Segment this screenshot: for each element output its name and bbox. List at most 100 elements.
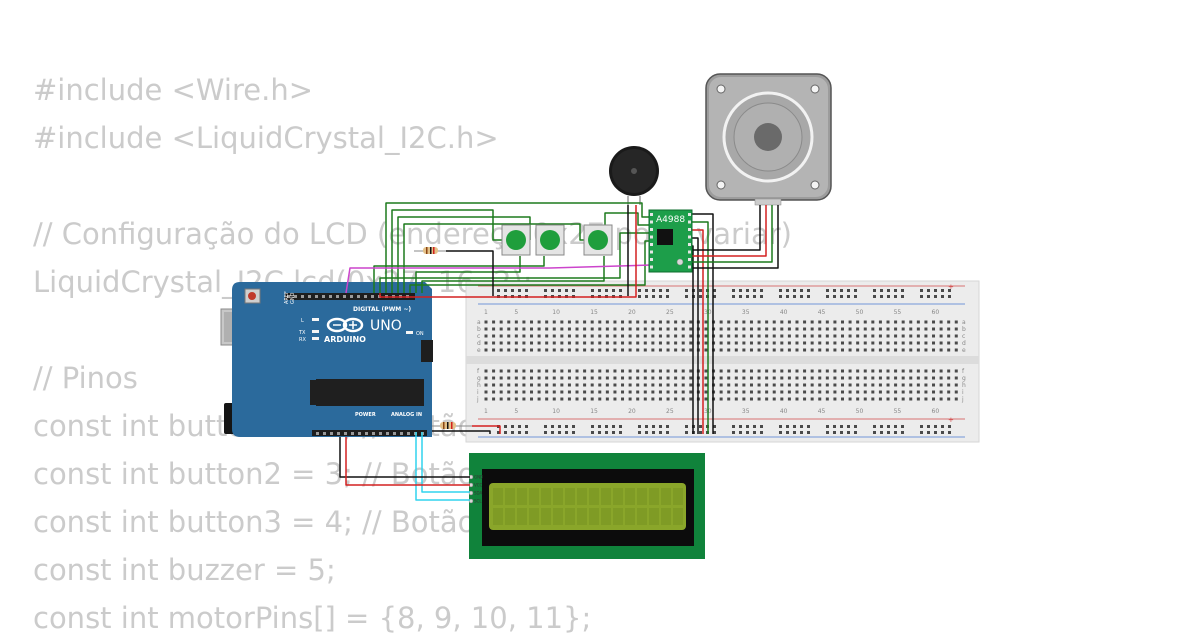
rail-hole[interactable]: [746, 425, 749, 428]
breadboard-hole[interactable]: [651, 320, 655, 324]
breadboard-hole[interactable]: [621, 369, 625, 373]
rail-hole[interactable]: [685, 425, 688, 428]
breadboard-hole[interactable]: [765, 397, 769, 401]
breadboard-hole[interactable]: [878, 327, 882, 331]
breadboard-hole[interactable]: [605, 397, 609, 401]
breadboard-hole[interactable]: [878, 320, 882, 324]
breadboard-hole[interactable]: [621, 348, 625, 352]
breadboard-hole[interactable]: [833, 390, 837, 394]
breadboard-hole[interactable]: [560, 327, 564, 331]
breadboard-hole[interactable]: [514, 376, 518, 380]
breadboard-hole[interactable]: [507, 383, 511, 387]
breadboard-hole[interactable]: [658, 348, 662, 352]
breadboard-hole[interactable]: [734, 320, 738, 324]
breadboard-hole[interactable]: [666, 369, 670, 373]
breadboard-hole[interactable]: [621, 327, 625, 331]
breadboard-hole[interactable]: [613, 383, 617, 387]
breadboard-hole[interactable]: [848, 341, 852, 345]
breadboard-hole[interactable]: [734, 376, 738, 380]
breadboard-hole[interactable]: [787, 369, 791, 373]
breadboard-hole[interactable]: [954, 341, 958, 345]
breadboard-hole[interactable]: [947, 383, 951, 387]
rail-hole[interactable]: [880, 289, 883, 292]
rail-hole[interactable]: [941, 295, 944, 298]
breadboard-hole[interactable]: [833, 376, 837, 380]
push-button-1[interactable]: [501, 224, 531, 256]
rail-hole[interactable]: [807, 425, 810, 428]
breadboard-hole[interactable]: [628, 369, 632, 373]
rail-hole[interactable]: [652, 431, 655, 434]
breadboard-hole[interactable]: [871, 376, 875, 380]
rail-hole[interactable]: [713, 295, 716, 298]
breadboard-hole[interactable]: [719, 369, 723, 373]
breadboard-hole[interactable]: [545, 383, 549, 387]
rail-hole[interactable]: [605, 289, 608, 292]
breadboard-hole[interactable]: [514, 390, 518, 394]
breadboard-hole[interactable]: [734, 334, 738, 338]
breadboard-hole[interactable]: [530, 390, 534, 394]
header-pin[interactable]: [344, 432, 347, 435]
breadboard-hole[interactable]: [742, 397, 746, 401]
rail-hole[interactable]: [619, 289, 622, 292]
breadboard-hole[interactable]: [894, 348, 898, 352]
breadboard-hole[interactable]: [932, 334, 936, 338]
breadboard-hole[interactable]: [924, 376, 928, 380]
rail-hole[interactable]: [800, 431, 803, 434]
breadboard-hole[interactable]: [674, 327, 678, 331]
breadboard-hole[interactable]: [840, 320, 844, 324]
breadboard-hole[interactable]: [727, 334, 731, 338]
breadboard-hole[interactable]: [742, 369, 746, 373]
breadboard-hole[interactable]: [552, 369, 556, 373]
rail-hole[interactable]: [572, 289, 575, 292]
breadboard-hole[interactable]: [742, 327, 746, 331]
breadboard-hole[interactable]: [795, 341, 799, 345]
breadboard-hole[interactable]: [818, 320, 822, 324]
rail-hole[interactable]: [645, 425, 648, 428]
breadboard-hole[interactable]: [704, 376, 708, 380]
header-pin[interactable]: [400, 432, 403, 435]
breadboard-hole[interactable]: [522, 320, 526, 324]
breadboard-hole[interactable]: [863, 397, 867, 401]
rail-hole[interactable]: [645, 289, 648, 292]
header-pin[interactable]: [330, 432, 333, 435]
breadboard-hole[interactable]: [901, 348, 905, 352]
breadboard-hole[interactable]: [613, 320, 617, 324]
breadboard-hole[interactable]: [492, 334, 496, 338]
breadboard-hole[interactable]: [484, 334, 488, 338]
breadboard-hole[interactable]: [939, 334, 943, 338]
rail-hole[interactable]: [753, 295, 756, 298]
breadboard-hole[interactable]: [803, 383, 807, 387]
breadboard-hole[interactable]: [727, 397, 731, 401]
breadboard-hole[interactable]: [598, 369, 602, 373]
header-pin[interactable]: [322, 295, 325, 298]
breadboard-hole[interactable]: [894, 383, 898, 387]
breadboard-hole[interactable]: [772, 320, 776, 324]
rail-hole[interactable]: [807, 431, 810, 434]
breadboard-hole[interactable]: [909, 348, 913, 352]
rail-hole[interactable]: [901, 425, 904, 428]
breadboard-hole[interactable]: [499, 369, 503, 373]
rail-hole[interactable]: [732, 289, 735, 292]
breadboard-hole[interactable]: [583, 327, 587, 331]
breadboard-hole[interactable]: [689, 327, 693, 331]
breadboard-hole[interactable]: [787, 327, 791, 331]
breadboard-hole[interactable]: [939, 369, 943, 373]
breadboard-hole[interactable]: [522, 397, 526, 401]
breadboard-hole[interactable]: [734, 390, 738, 394]
breadboard-hole[interactable]: [932, 348, 936, 352]
rail-hole[interactable]: [558, 431, 561, 434]
rail-hole[interactable]: [873, 431, 876, 434]
breadboard-hole[interactable]: [765, 334, 769, 338]
rail-hole[interactable]: [645, 431, 648, 434]
breadboard-hole[interactable]: [560, 383, 564, 387]
breadboard-hole[interactable]: [613, 369, 617, 373]
breadboard-hole[interactable]: [499, 390, 503, 394]
breadboard-hole[interactable]: [780, 334, 784, 338]
header-pin[interactable]: [393, 432, 396, 435]
driver-pin[interactable]: [650, 243, 653, 246]
rail-hole[interactable]: [699, 431, 702, 434]
breadboard-hole[interactable]: [621, 390, 625, 394]
breadboard-hole[interactable]: [499, 327, 503, 331]
